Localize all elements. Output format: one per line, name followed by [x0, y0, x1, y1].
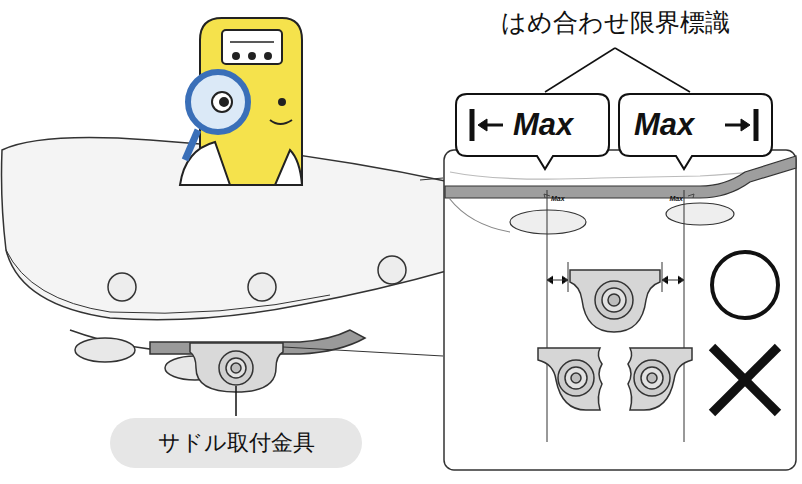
clamp-ok — [570, 270, 660, 332]
callout-text: Max — [513, 93, 573, 157]
inset-panel — [444, 150, 796, 470]
saddle — [2, 138, 451, 416]
part-label: サドル取付金具 — [110, 418, 362, 468]
callout-shape — [619, 94, 772, 169]
clamp-ng — [538, 348, 692, 410]
tester-character — [180, 18, 302, 185]
limit-arrow — [725, 109, 756, 141]
ng-mark — [712, 347, 778, 413]
heading-leaders — [545, 48, 690, 92]
limit-callout: Max — [618, 93, 773, 157]
limit-callout: Max — [455, 93, 610, 157]
inset-rail — [445, 156, 796, 234]
rail-mark: Max — [669, 195, 683, 203]
limit-arrow — [472, 109, 503, 141]
ok-mark — [712, 252, 778, 318]
callout-text: Max — [634, 93, 694, 157]
rail-mark: Max — [551, 195, 565, 203]
callout-shape — [456, 94, 609, 169]
part-name: サドル取付金具 — [158, 418, 315, 468]
heading-label: はめ合わせ限界標識 — [501, 8, 730, 38]
